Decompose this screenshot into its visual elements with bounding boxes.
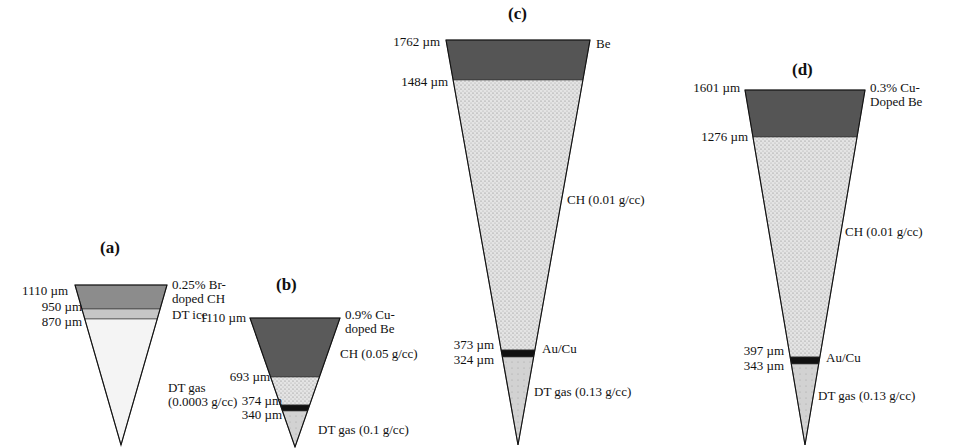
panel-label: (d) [792,61,813,79]
material-label: DT gas (0.13 g/cc) [818,389,915,403]
material-label: Au/Cu [826,351,861,365]
material-label: 0.25% Br- doped CH [172,278,232,306]
material-label: DT gas (0.13 g/cc) [534,385,631,399]
dimension-label: 870 µm [42,315,82,329]
layer-band [753,137,857,357]
dimension-label: 374 µm [242,394,282,408]
layer-band [502,357,533,445]
dimension-label: 397 µm [744,344,784,358]
dimension-label: 340 µm [242,408,282,422]
panel-label: (a) [100,239,120,257]
material-label: Au/Cu [542,342,577,356]
layer-band [501,350,535,357]
layer-band [282,411,307,447]
layer-band [82,309,160,319]
material-label: CH (0.05 g/cc) [340,347,418,361]
dimension-label: 1110 µm [200,311,246,325]
dimension-label: 1110 µm [22,284,68,298]
panel-label: (c) [508,5,527,23]
dimension-label: 324 µm [454,353,494,367]
material-label: CH (0.01 g/cc) [845,225,923,239]
layer-band [280,405,309,411]
dimension-label: 693 µm [230,370,270,384]
dimension-label: 950 µm [42,300,82,314]
target-cone [75,285,167,445]
layer-band [75,285,167,309]
dimension-label: 1484 µm [401,75,448,89]
dimension-label: 373 µm [454,338,494,352]
layer-band [791,364,818,445]
cone-outline [75,285,167,445]
material-label: 0.9% Cu- doped Be [345,308,403,336]
layer-band [745,90,865,137]
material-label: 0.3% Cu- Doped Be [870,81,930,109]
dimension-label: 1762 µm [393,35,440,49]
material-label: DT gas (0.1 g/cc) [318,423,409,437]
layer-band [250,318,340,377]
material-label: Be [596,37,610,51]
material-label: CH (0.01 g/cc) [567,193,645,207]
layer-band [446,40,590,80]
layer-band [790,357,820,364]
material-label: DT gas (0.0003 g/cc) [168,381,242,409]
layer-band [85,319,157,445]
dimension-label: 343 µm [744,359,784,373]
dimension-label: 1601 µm [693,81,740,95]
dimension-label: 1276 µm [701,130,748,144]
panel-label: (b) [276,276,297,294]
layer-band [453,80,583,350]
